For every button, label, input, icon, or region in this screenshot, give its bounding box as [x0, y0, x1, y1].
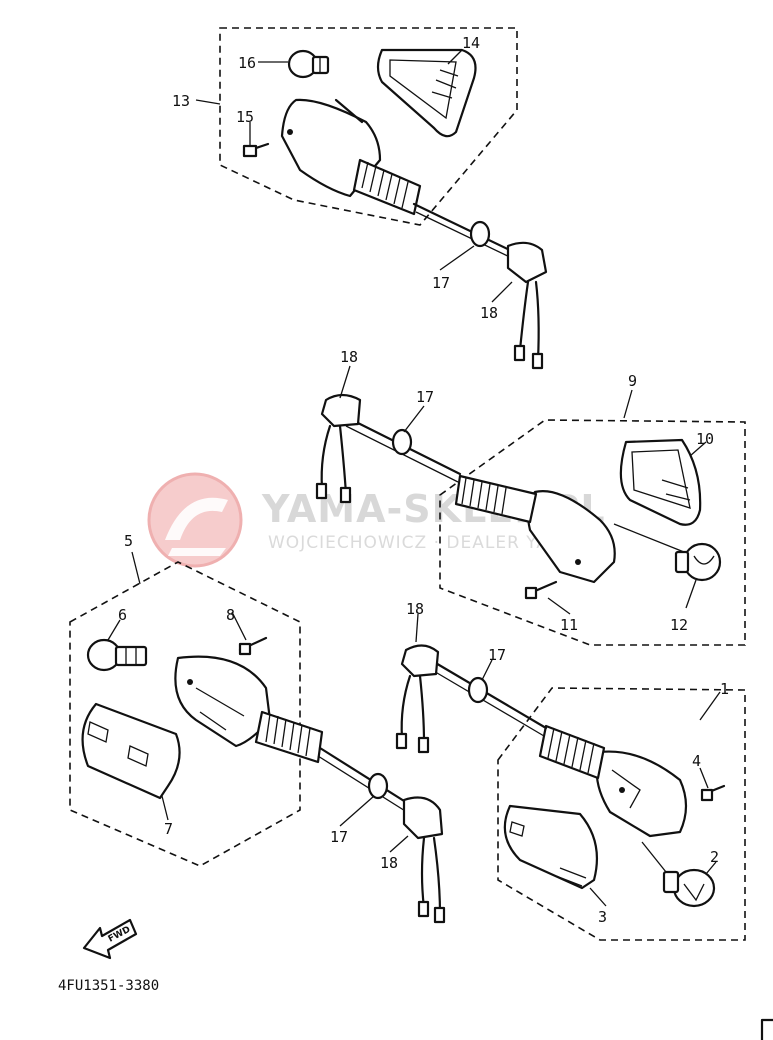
forward-arrow-icon: FWD [82, 918, 138, 960]
callout-8: 8 [226, 606, 235, 624]
leader-lines [107, 49, 721, 907]
corner-mark [760, 1018, 773, 1040]
callout-14: 14 [462, 34, 480, 52]
flasher-assembly-5 [69, 561, 446, 924]
callout-11: 11 [560, 616, 578, 634]
flasher-assembly-9 [315, 393, 746, 646]
watermark-logo [147, 472, 243, 568]
callout-13: 13 [172, 92, 190, 110]
callout-17-right: 17 [488, 646, 506, 664]
flasher-assembly-13 [219, 27, 548, 370]
callout-12: 12 [670, 616, 688, 634]
callout-labels: 13 16 14 15 17 18 18 17 9 10 11 12 5 6 8… [118, 34, 729, 926]
callout-9: 9 [628, 372, 637, 390]
callout-18-left: 18 [380, 854, 398, 872]
flasher-assembly-1 [395, 644, 746, 941]
watermark-tagline: WOJCIECHOWICZ · DEALER YAMAHA [268, 533, 604, 553]
callout-17-top: 17 [432, 274, 450, 292]
callout-18-right: 18 [406, 600, 424, 618]
callout-17-mid: 17 [416, 388, 434, 406]
callout-3: 3 [598, 908, 607, 926]
callout-6: 6 [118, 606, 127, 624]
callout-18-top: 18 [480, 304, 498, 322]
callout-4: 4 [692, 752, 701, 770]
callout-18-mid: 18 [340, 348, 358, 366]
callout-1: 1 [720, 680, 729, 698]
callout-16: 16 [238, 54, 256, 72]
callout-5: 5 [124, 532, 133, 550]
diagram-code: 4FU1351-3380 [58, 978, 159, 994]
callout-15: 15 [236, 108, 254, 126]
callout-17-left: 17 [330, 828, 348, 846]
callout-10: 10 [696, 430, 714, 448]
callout-2: 2 [710, 848, 719, 866]
callout-7: 7 [164, 820, 173, 838]
